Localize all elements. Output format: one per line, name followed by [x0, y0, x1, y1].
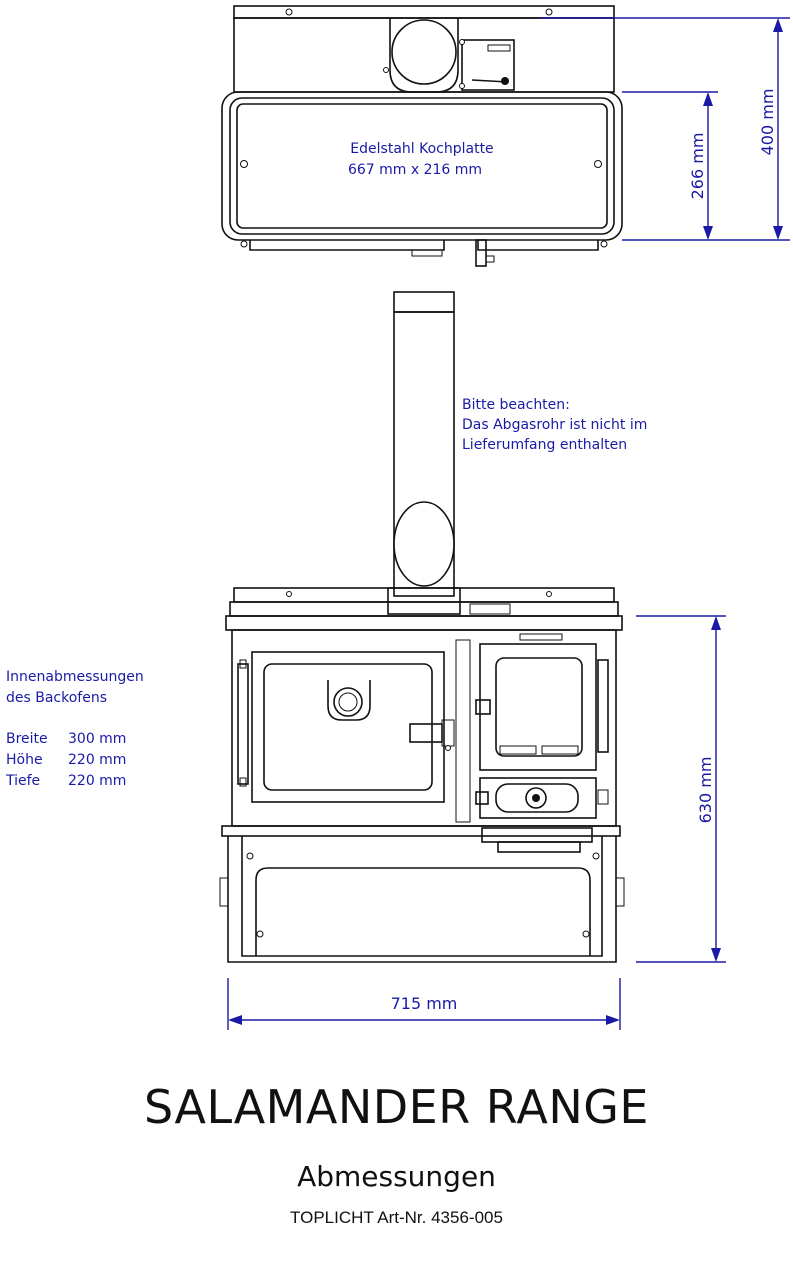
hotplate-size: 667 mm x 216 mm [348, 162, 482, 178]
dim-400-label: 400 mm [758, 89, 777, 156]
flue-note-line3: Lieferumfang enthalten [462, 437, 627, 453]
oven-interior-heading-1: Innenabmessungen [6, 669, 144, 685]
flue-note-line1: Bitte beachten: [462, 397, 570, 413]
oven-height-label: Höhe [6, 752, 43, 768]
oven-depth-label: Tiefe [5, 773, 40, 789]
oven-height-value: 220 mm [68, 752, 126, 768]
product-title: SALAMANDER RANGE [144, 1080, 649, 1134]
hotplate-label: Edelstahl Kochplatte [350, 141, 493, 157]
dim-266-label: 266 mm [688, 133, 707, 200]
oven-depth-value: 220 mm [68, 773, 126, 789]
oven-width-label: Breite [6, 731, 48, 747]
dim-715-label: 715 mm [391, 994, 458, 1013]
flue-pipe-drawing [393, 291, 455, 597]
dimension-630 [636, 615, 726, 963]
article-number: TOPLICHT Art-Nr. 4356-005 [290, 1208, 503, 1227]
front-view-drawing [219, 587, 625, 963]
product-subtitle: Abmessungen [297, 1160, 496, 1193]
dimension-715 [227, 978, 621, 1030]
top-view-drawing [221, 5, 623, 267]
dimension-400 [540, 17, 790, 241]
oven-interior-heading-2: des Backofens [6, 690, 107, 706]
dimension-266 [622, 91, 718, 240]
dim-630-label: 630 mm [696, 757, 715, 824]
oven-width-value: 300 mm [68, 731, 126, 747]
flue-note-line2: Das Abgasrohr ist nicht im [462, 417, 647, 433]
